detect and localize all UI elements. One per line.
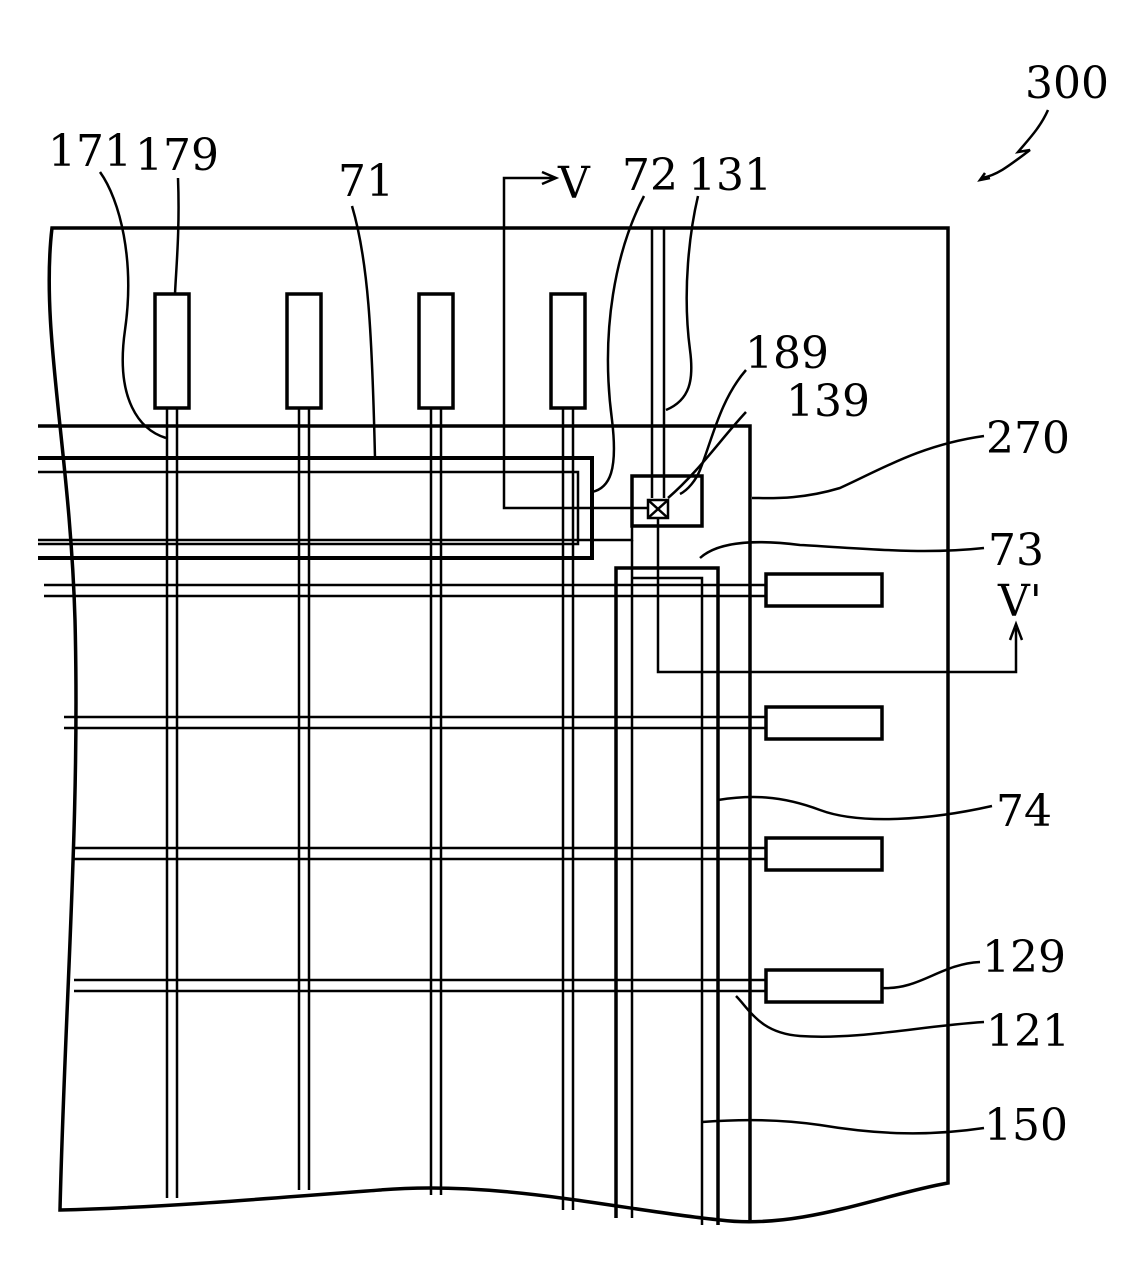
label-189: 189 bbox=[745, 328, 829, 379]
label-131: 131 bbox=[688, 150, 772, 201]
label-129: 129 bbox=[982, 932, 1066, 983]
label-179: 179 bbox=[135, 130, 219, 181]
pad-129-3 bbox=[766, 838, 882, 870]
label-71: 71 bbox=[338, 156, 394, 207]
label-72: 72 bbox=[622, 150, 678, 201]
label-150: 150 bbox=[984, 1100, 1068, 1151]
label-270: 270 bbox=[986, 413, 1070, 464]
line-74-inner bbox=[632, 540, 702, 1225]
data-lines-171 bbox=[167, 408, 573, 1210]
pad-129-4 bbox=[766, 970, 882, 1002]
label-vprime: V' bbox=[997, 576, 1042, 627]
label-74: 74 bbox=[996, 786, 1052, 837]
label-73: 73 bbox=[988, 525, 1044, 576]
label-121: 121 bbox=[986, 1006, 1070, 1057]
arrow-v bbox=[540, 172, 556, 184]
label-300: 300 bbox=[1025, 58, 1109, 109]
pad-179-3 bbox=[419, 294, 453, 408]
pad-179-2 bbox=[287, 294, 321, 408]
pad-129-1 bbox=[766, 574, 882, 606]
pad-179-4 bbox=[551, 294, 585, 408]
line-73 bbox=[38, 526, 632, 540]
label-139: 139 bbox=[786, 376, 870, 427]
label-171: 171 bbox=[48, 126, 132, 177]
pad-129-2 bbox=[766, 707, 882, 739]
pad-179-1 bbox=[155, 294, 189, 408]
label-v: V bbox=[557, 158, 591, 209]
